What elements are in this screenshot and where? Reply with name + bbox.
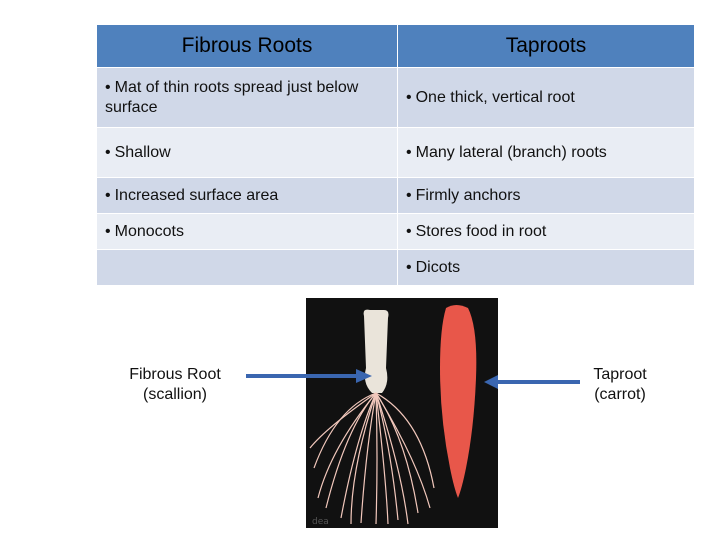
table-cell: One thick, vertical root (397, 67, 695, 128)
table-cell: Shallow (96, 127, 398, 178)
bullet-text: Firmly anchors (406, 187, 521, 204)
table-row: Shallow Many lateral (branch) roots (96, 127, 695, 178)
header-fibrous-roots: Fibrous Roots (96, 24, 398, 68)
bullet-text: Dicots (406, 259, 460, 276)
taproot-label-line2: (carrot) (594, 386, 646, 403)
table-cell: Increased surface area (96, 177, 398, 214)
table-row: Mat of thin roots spread just below surf… (96, 67, 695, 128)
fibrous-root-label: Fibrous Root (scallion) (110, 365, 240, 405)
bullet-text: Mat of thin roots spread just below surf… (105, 79, 358, 116)
table-cell: Dicots (397, 249, 695, 286)
bullet-text: Shallow (105, 144, 171, 161)
roots-photo: dea (306, 298, 498, 528)
scallion-stalk (363, 309, 389, 393)
table-row: Dicots (96, 249, 695, 286)
table-cell: Firmly anchors (397, 177, 695, 214)
table-header-row: Fibrous Roots Taproots (96, 24, 695, 68)
taproot-label-line1: Taproot (593, 366, 647, 383)
table-cell: Many lateral (branch) roots (397, 127, 695, 178)
table-row: Monocots Stores food in root (96, 213, 695, 250)
table-cell: Stores food in root (397, 213, 695, 250)
table-cell: Mat of thin roots spread just below surf… (96, 67, 398, 128)
arrow-right-icon (246, 369, 372, 383)
arrow-left-icon (484, 375, 580, 389)
bullet-text: One thick, vertical root (406, 89, 575, 106)
bullet-text: Many lateral (branch) roots (406, 144, 607, 161)
header-taproots: Taproots (397, 24, 695, 68)
watermark-text: dea (312, 517, 329, 527)
taproot-label: Taproot (carrot) (570, 365, 670, 405)
table-row: Increased surface area Firmly anchors (96, 177, 695, 214)
fibrous-root-label-line1: Fibrous Root (129, 366, 221, 383)
bullet-text: Increased surface area (105, 187, 278, 204)
bullet-text: Stores food in root (406, 223, 546, 240)
bullet-text: Monocots (105, 223, 184, 240)
roots-illustration: dea (309, 305, 477, 527)
table-cell-empty (96, 249, 398, 286)
root-comparison-table: Fibrous Roots Taproots Mat of thin roots… (96, 24, 695, 286)
table-cell: Monocots (96, 213, 398, 250)
fibrous-root-label-line2: (scallion) (142, 386, 207, 403)
carrot (440, 305, 477, 498)
fibrous-roots (309, 392, 435, 525)
